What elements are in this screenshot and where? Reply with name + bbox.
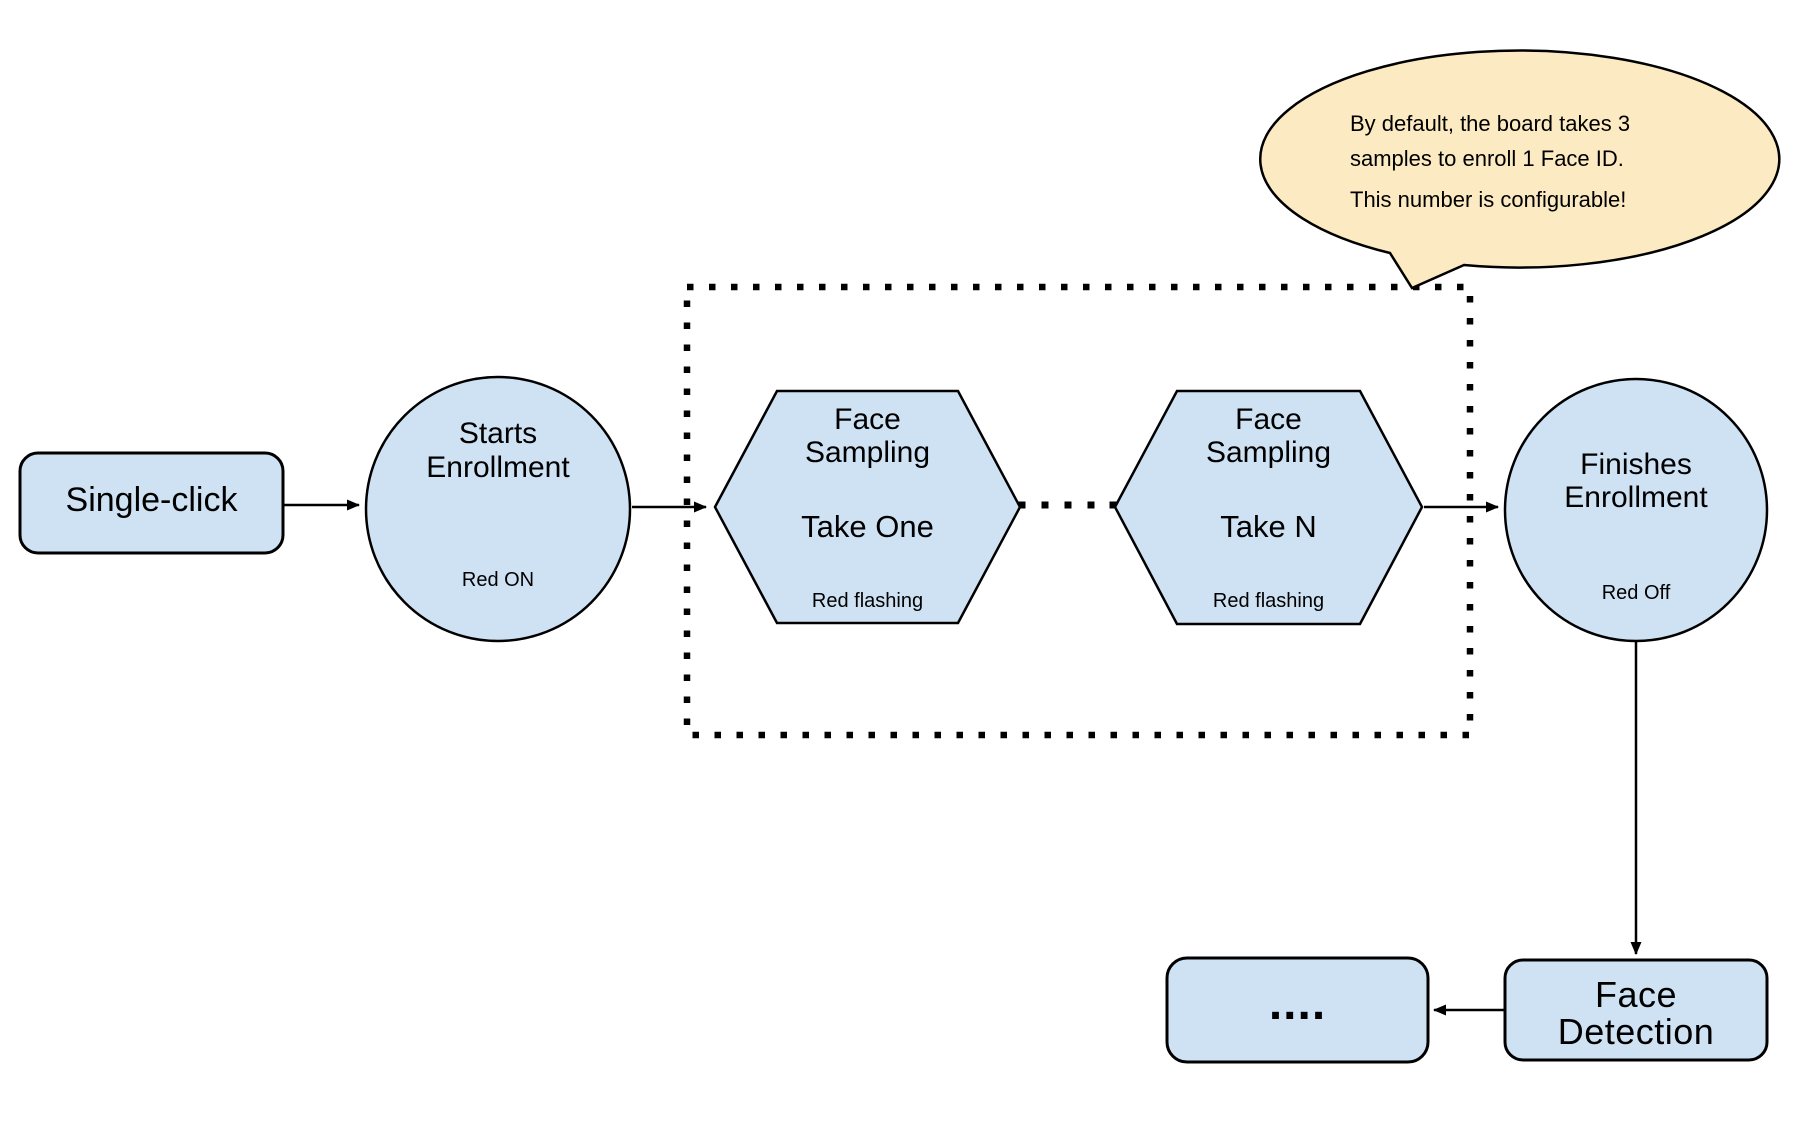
finishes-enrollment-status: Red Off — [1601, 582, 1671, 604]
face-sampling-last-label: Face Sampling — [1205, 403, 1332, 469]
callout-text-primary: By default, the board takes 3 samples to… — [1350, 111, 1631, 171]
starts-enrollment-label: Starts Enrollment — [426, 417, 570, 484]
continuation-label: .... — [1268, 977, 1327, 1030]
callout-bubble-shape — [1259, 49, 1781, 290]
single-click-shape — [18, 451, 285, 555]
callout-text-secondary: This number is configurable! — [1350, 187, 1627, 212]
face-sampling-first-label: Face Sampling — [804, 403, 931, 469]
starts-enrollment-status: Red ON — [461, 569, 535, 591]
face-detection-shape — [1503, 958, 1769, 1062]
single-click-label: Single-click — [65, 481, 238, 519]
face-sampling-first-step: Take One — [801, 509, 934, 544]
face-sampling-last-shape — [1113, 389, 1424, 626]
face-detection-label: Face Detection — [1557, 974, 1715, 1052]
starts-enrollment-shape — [364, 375, 632, 643]
face-sampling-last-step: Take N — [1220, 509, 1317, 544]
continuation-shape — [1165, 956, 1430, 1064]
face-sampling-last-status: Red flashing — [1212, 590, 1325, 612]
finishes-enrollment-label: Finishes Enrollment — [1564, 448, 1708, 514]
face-sampling-first-status: Red flashing — [811, 590, 924, 612]
sampling-ellipsis-dots — [1018, 501, 1117, 509]
